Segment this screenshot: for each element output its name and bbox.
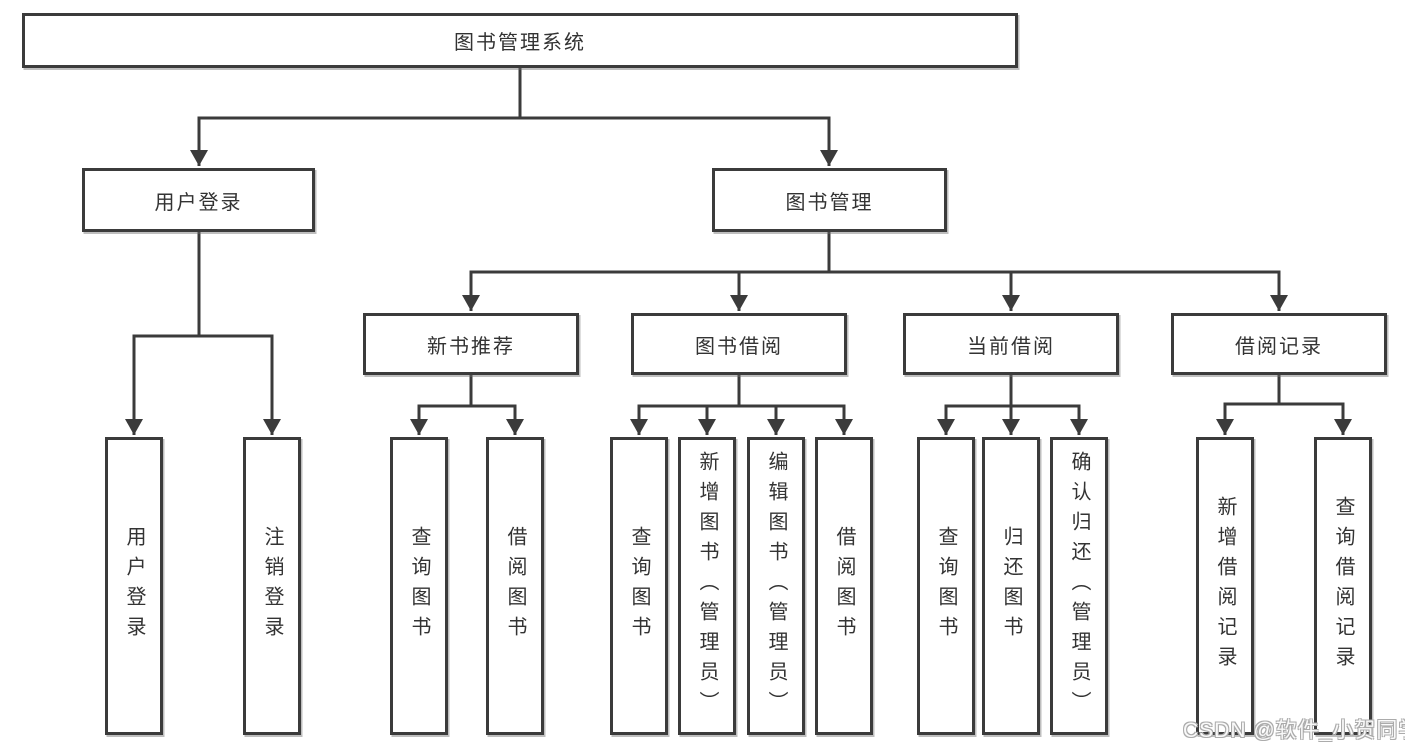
node-label: 用户登录 <box>154 191 243 214</box>
leaf-query-books-current: 查询图书 <box>917 437 975 735</box>
leaf-label: 归还图书 <box>1000 526 1022 646</box>
leaf-label: 用户登录 <box>123 526 145 646</box>
node-label: 新书推荐 <box>427 335 515 358</box>
watermark: CSDN @软件_小贺同学 <box>1183 719 1405 742</box>
leaf-label: 查询借阅记录 <box>1332 496 1354 676</box>
leaf-label: 借阅图书 <box>833 526 855 646</box>
node-book-management: 图书管理 <box>712 168 947 232</box>
leaf-add-book-admin: 新增图书（管理员） <box>678 437 736 735</box>
leaf-query-books-borrow: 查询图书 <box>610 437 668 735</box>
leaf-label: 借阅图书 <box>504 526 526 646</box>
node-new-book-recommendation: 新书推荐 <box>363 313 579 375</box>
leaf-label: 新增借阅记录 <box>1214 496 1236 676</box>
leaf-label: 确认归还（管理员） <box>1068 451 1090 721</box>
node-user-login: 用户登录 <box>82 168 315 232</box>
leaf-confirm-return-admin: 确认归还（管理员） <box>1050 437 1108 735</box>
leaf-label: 查询图书 <box>628 526 650 646</box>
leaf-label: 查询图书 <box>408 526 430 646</box>
leaf-label: 编辑图书（管理员） <box>765 451 787 721</box>
leaf-user-login: 用户登录 <box>105 437 163 735</box>
leaf-query-books-recommend: 查询图书 <box>390 437 448 735</box>
leaf-logout: 注销登录 <box>243 437 301 735</box>
node-label: 当前借阅 <box>967 335 1055 358</box>
node-label: 图书借阅 <box>695 335 783 358</box>
leaf-return-book: 归还图书 <box>982 437 1040 735</box>
leaf-add-borrow-record: 新增借阅记录 <box>1196 437 1254 735</box>
node-label: 图书管理 <box>785 191 874 214</box>
leaf-query-borrow-record: 查询借阅记录 <box>1314 437 1372 735</box>
node-label: 图书管理系统 <box>454 32 586 54</box>
leaf-label: 查询图书 <box>935 526 957 646</box>
node-book-borrowing: 图书借阅 <box>631 313 847 375</box>
node-borrowing-records: 借阅记录 <box>1171 313 1387 375</box>
leaf-label: 新增图书（管理员） <box>696 451 718 721</box>
node-library-system: 图书管理系统 <box>22 13 1018 68</box>
node-label: 借阅记录 <box>1235 335 1323 358</box>
leaf-borrow-books-recommend: 借阅图书 <box>486 437 544 735</box>
leaf-edit-book-admin: 编辑图书（管理员） <box>747 437 805 735</box>
leaf-borrow-books: 借阅图书 <box>815 437 873 735</box>
leaf-label: 注销登录 <box>261 526 283 646</box>
node-current-borrowing: 当前借阅 <box>903 313 1119 375</box>
